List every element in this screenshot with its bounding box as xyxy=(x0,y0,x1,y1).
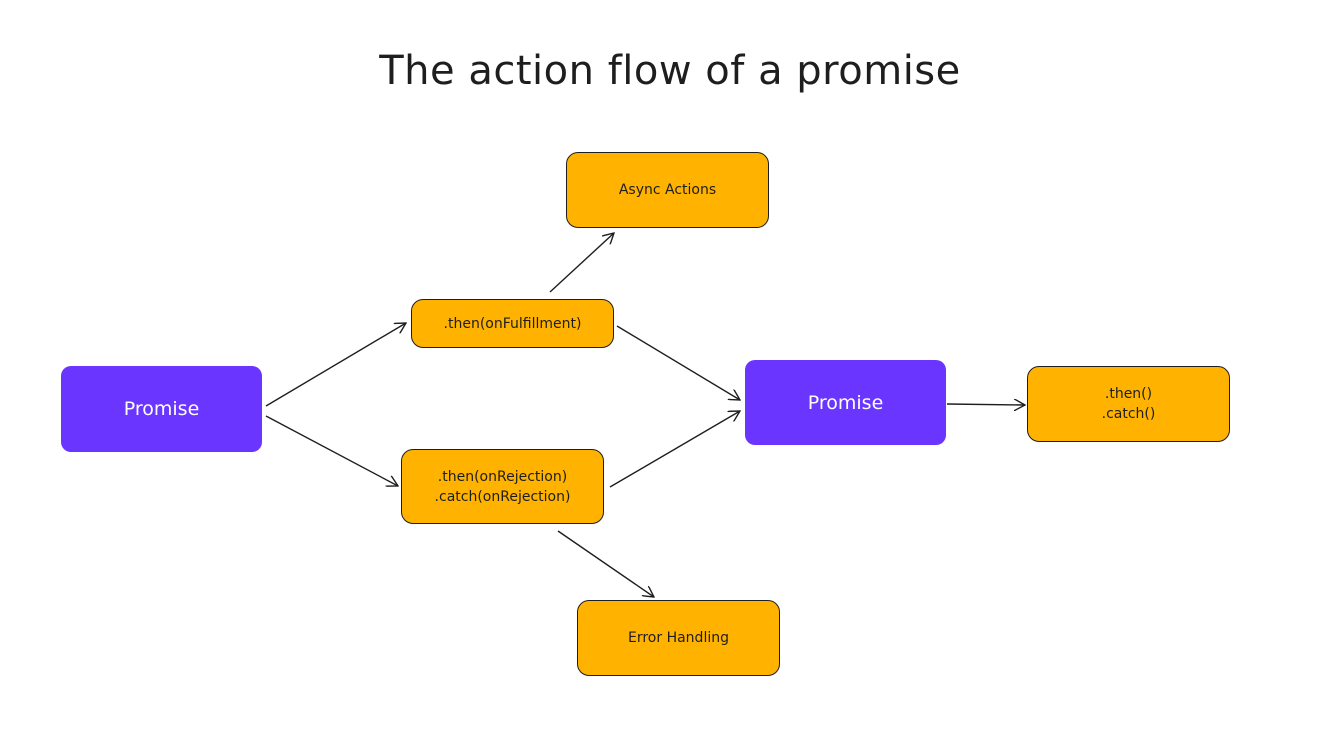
chain-methods-label-catch: .catch() xyxy=(1101,406,1156,422)
promise-node-start: Promise xyxy=(61,366,262,452)
error-handling-node: Error Handling xyxy=(577,600,780,676)
async-actions-node: Async Actions xyxy=(566,152,769,228)
error-handling-label: Error Handling xyxy=(628,630,729,646)
rejection-node: .then(onRejection) .catch(onRejection) xyxy=(401,449,604,524)
promise-node-start-label: Promise xyxy=(123,398,200,420)
arrow-promise-to-rejection xyxy=(265,415,398,486)
arrow-then-to-async xyxy=(549,233,614,293)
chain-methods-label-then: .then() xyxy=(1104,386,1153,402)
arrow-promise-to-chain xyxy=(946,404,1025,405)
promise-node-next: Promise xyxy=(745,360,946,445)
then-fulfillment-label: .then(onFulfillment) xyxy=(443,315,582,332)
chain-methods-node: .then() .catch() xyxy=(1027,366,1230,442)
arrow-rejection-to-error xyxy=(557,530,654,597)
rejection-label-then: .then(onRejection) xyxy=(437,468,568,485)
then-fulfillment-node: .then(onFulfillment) xyxy=(411,299,614,348)
promise-node-next-label: Promise xyxy=(807,391,884,414)
diagram-title: The action flow of a promise xyxy=(379,48,961,94)
arrow-promise-to-then xyxy=(265,323,406,407)
async-actions-label: Async Actions xyxy=(618,182,717,198)
arrow-rejection-to-promise xyxy=(609,411,740,488)
rejection-label-catch: .catch(onRejection) xyxy=(434,488,571,505)
arrow-then-to-promise xyxy=(616,325,740,400)
